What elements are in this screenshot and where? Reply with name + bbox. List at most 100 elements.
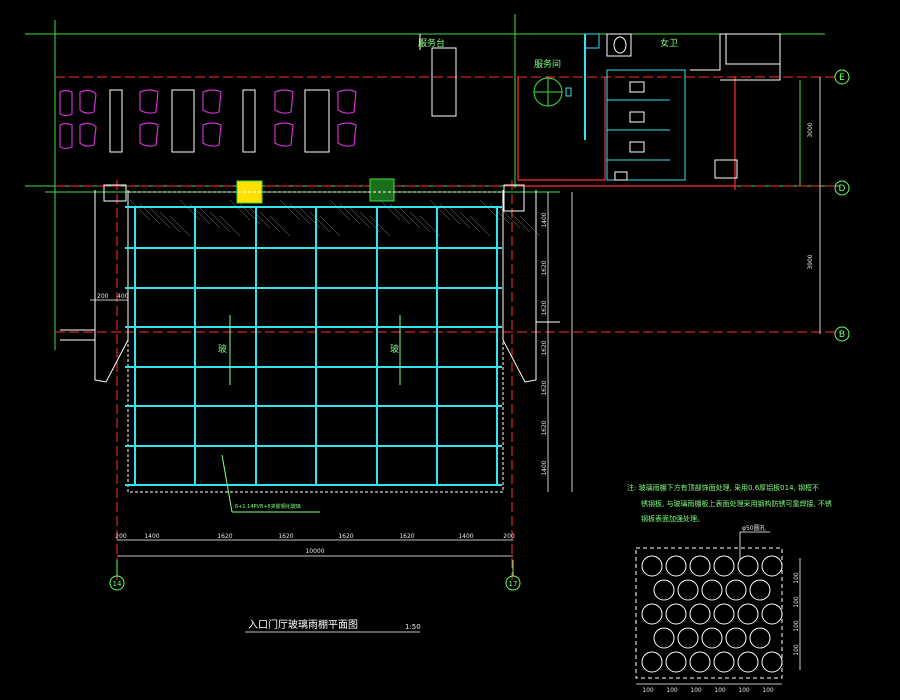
detail-callout: φ50圆孔 bbox=[742, 524, 766, 532]
perforation-hole bbox=[689, 603, 711, 625]
perforation-hole bbox=[701, 627, 723, 649]
detail-right-dimension: 100 bbox=[793, 644, 800, 656]
axis-bubbles bbox=[109, 69, 850, 591]
bottom-dimension: 1620 bbox=[399, 533, 414, 540]
glass-hatch-line bbox=[509, 211, 531, 233]
perforation-hole bbox=[761, 651, 783, 673]
perforation-hole bbox=[749, 627, 771, 649]
glass-hatch-line bbox=[519, 215, 541, 237]
axis-label-d: D bbox=[839, 184, 846, 194]
axis-label-17: 17 bbox=[509, 580, 518, 588]
perforation-hole bbox=[737, 603, 759, 625]
axis-solid-red bbox=[517, 77, 736, 190]
glass-hatch-line bbox=[349, 207, 371, 229]
axis-lines bbox=[55, 76, 840, 580]
detail-bottom-dimension: 100 bbox=[666, 687, 678, 694]
glass-hatch-line bbox=[159, 211, 181, 233]
perforation-hole bbox=[761, 603, 783, 625]
right-dimension: 1400 bbox=[541, 460, 548, 475]
bottom-dimension: 1620 bbox=[217, 533, 232, 540]
glass-hatch-line bbox=[329, 199, 351, 221]
glass-hatch-line bbox=[209, 211, 231, 233]
perforation-hole bbox=[653, 627, 675, 649]
detail-bottom-dimension: 100 bbox=[690, 687, 702, 694]
glass-hatch-line bbox=[199, 207, 221, 229]
glass-hatch-line bbox=[279, 199, 301, 221]
drawing-title: 入口门厅玻璃雨棚平面图 bbox=[248, 618, 358, 631]
perforation-hole bbox=[665, 603, 687, 625]
perforation-hole bbox=[725, 627, 747, 649]
glass-hatch-line bbox=[399, 207, 421, 229]
axis-label-14: 14 bbox=[113, 580, 122, 588]
drawing-scale: 1:50 bbox=[405, 623, 421, 631]
note-line-3: 钢板表面加强处理。 bbox=[641, 514, 704, 523]
axis-bubble-b bbox=[834, 326, 850, 342]
glass-mark-left: 玻 bbox=[218, 343, 227, 355]
glass-hatch-line bbox=[169, 215, 191, 237]
perforation-hole bbox=[641, 603, 663, 625]
glass-hatch-line bbox=[449, 207, 471, 229]
right-dimension: 1620 bbox=[541, 420, 548, 435]
glass-hatch-line bbox=[319, 215, 341, 237]
service-room bbox=[533, 33, 600, 140]
perforation-hole bbox=[725, 579, 747, 601]
note-line-2: 锈钢板, 与玻璃雨棚板上表面处理采用钢构防锈可靠焊接, 不锈 bbox=[641, 499, 832, 508]
side-dimension-upper: 3000 bbox=[807, 122, 814, 137]
perforation-hole bbox=[653, 579, 675, 601]
dimension-lines bbox=[90, 77, 821, 557]
right-dimension: 1620 bbox=[541, 260, 548, 275]
toilet-room bbox=[606, 33, 781, 181]
perforation-hole bbox=[737, 651, 759, 673]
detail-right-dimension: 100 bbox=[793, 620, 800, 632]
perforation-hole bbox=[749, 579, 771, 601]
reception-desk bbox=[419, 34, 457, 117]
left-dimension-a: 200 bbox=[97, 293, 109, 300]
bottom-dimension: 1620 bbox=[338, 533, 353, 540]
perforation-hole bbox=[641, 555, 663, 577]
right-dimension: 1620 bbox=[541, 380, 548, 395]
perforation-hole bbox=[689, 651, 711, 673]
detail-bottom-dimension: 100 bbox=[642, 687, 654, 694]
detail-right-dimension: 100 bbox=[793, 572, 800, 584]
bottom-dimension: 1620 bbox=[278, 533, 293, 540]
canopy-glass-grid bbox=[125, 191, 541, 493]
perforation-hole bbox=[677, 579, 699, 601]
axis-bubble-e bbox=[834, 69, 850, 85]
glass-mark-right: 玻 bbox=[390, 343, 399, 355]
perforation-hole bbox=[665, 555, 687, 577]
glass-hatch-line bbox=[309, 211, 331, 233]
glass-hatch-line bbox=[229, 199, 251, 221]
axis-label-b: B bbox=[839, 330, 845, 340]
glass-hatch-line bbox=[179, 199, 201, 221]
post-green bbox=[369, 178, 395, 202]
axis-bubble-d bbox=[834, 180, 850, 196]
lounge-furniture bbox=[59, 89, 357, 153]
right-dimension: 1400 bbox=[541, 212, 548, 227]
room-label-service: 服务间 bbox=[534, 58, 561, 70]
perforation-hole bbox=[641, 651, 663, 673]
room-label-reception: 服务台 bbox=[418, 37, 445, 49]
bottom-dimension: 200 bbox=[115, 533, 127, 540]
glass-hatch-line bbox=[429, 199, 451, 221]
glass-hatch-line bbox=[129, 199, 151, 221]
right-dimension: 1620 bbox=[541, 340, 548, 355]
glass-hatch-line bbox=[379, 199, 401, 221]
glass-hatch-line bbox=[269, 215, 291, 237]
right-dimension: 1620 bbox=[541, 300, 548, 315]
perforation-hole bbox=[701, 579, 723, 601]
left-dimension-b: 400 bbox=[117, 293, 129, 300]
glass-hatch-line bbox=[369, 215, 391, 237]
glass-hatch-line bbox=[469, 215, 491, 237]
perforation-hole bbox=[713, 651, 735, 673]
bottom-dimension: 200 bbox=[503, 533, 515, 540]
axis-label-e: E bbox=[839, 73, 845, 83]
glass-hatch-line bbox=[499, 207, 521, 229]
glass-hatch-line bbox=[149, 207, 171, 229]
detail-bottom-dimension: 100 bbox=[714, 687, 726, 694]
canopy-callout: 6+1.14PVB+6夹胶钢化玻璃 bbox=[235, 503, 301, 510]
room-label-toilet: 女卫 bbox=[660, 37, 678, 49]
perforation-detail bbox=[635, 531, 801, 685]
detail-right-dimension: 100 bbox=[793, 596, 800, 608]
glass-hatch-line bbox=[219, 215, 241, 237]
